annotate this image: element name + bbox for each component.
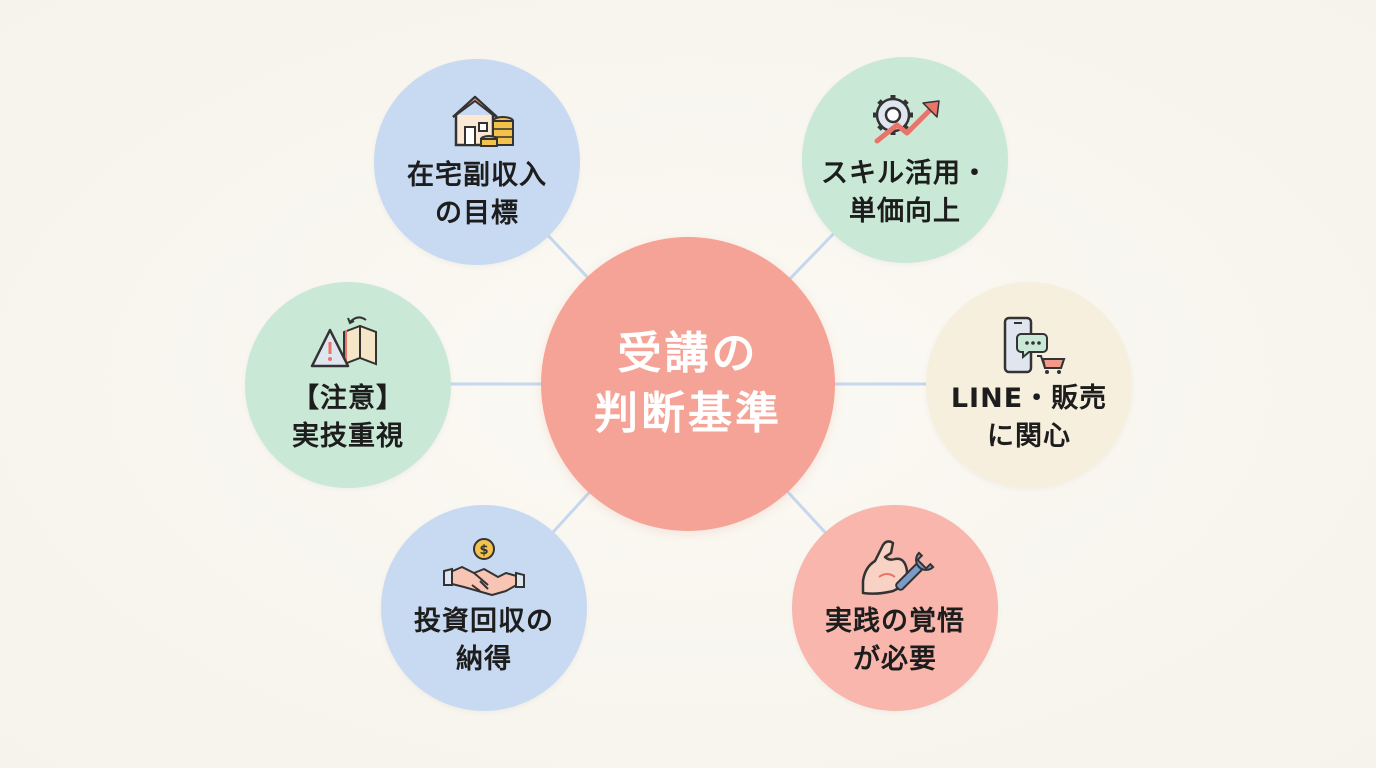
center-node: 受講の 判断基準 [541, 237, 835, 531]
center-label: 受講の 判断基準 [594, 324, 782, 444]
center-label-line1: 受講の [617, 328, 759, 379]
handshake-dollar-icon: $ [443, 538, 525, 596]
node-skill-price-line1: スキル活用・ [821, 158, 989, 189]
node-house-income-line1: 在宅副収入 [407, 160, 547, 191]
node-house-income-line2: の目標 [435, 198, 519, 229]
svg-text:$: $ [479, 543, 488, 558]
node-house-income-label: 在宅副収入 の目標 [407, 157, 547, 233]
center-label-line2: 判断基準 [594, 388, 782, 439]
node-skill-price-label: スキル活用・ 単価向上 [821, 155, 989, 231]
node-line-sales-line2: に関心 [986, 421, 1071, 452]
node-investment-return-line1: 投資回収の [414, 606, 554, 637]
node-skill-price-line2: 単価向上 [849, 196, 961, 227]
node-line-sales: LINE・販売 に関心 [926, 282, 1132, 488]
node-investment-return-line2: 納得 [456, 644, 512, 675]
node-practice-resolve: 実践の覚悟 が必要 [792, 505, 998, 711]
warning-book-icon [310, 316, 377, 368]
node-line-sales-label: LINE・販売 に関心 [951, 380, 1107, 456]
node-investment-return-label: 投資回収の 納得 [414, 603, 554, 679]
node-investment-return: $ 投資回収の 納得 [381, 505, 587, 711]
node-caution-practice-label: 【注意】 実技重視 [292, 380, 404, 456]
node-practice-resolve-label: 実践の覚悟 が必要 [825, 603, 965, 679]
node-caution-practice: 【注意】 実技重視 [245, 282, 451, 488]
house-coins-icon [452, 95, 514, 147]
node-skill-price: スキル活用・ 単価向上 [802, 57, 1008, 263]
phone-chat-cart-icon [1003, 316, 1066, 374]
node-line-sales-line1: LINE・販売 [950, 383, 1108, 414]
node-caution-practice-line2: 実技重視 [292, 421, 404, 452]
node-house-income: 在宅副収入 の目標 [374, 59, 580, 265]
node-caution-practice-line1: 【注意】 [292, 383, 404, 414]
node-practice-resolve-line2: が必要 [853, 644, 937, 675]
gear-rising-arrow-icon [873, 95, 940, 144]
node-practice-resolve-line1: 実践の覚悟 [825, 606, 965, 637]
muscle-wrench-icon [861, 540, 935, 595]
